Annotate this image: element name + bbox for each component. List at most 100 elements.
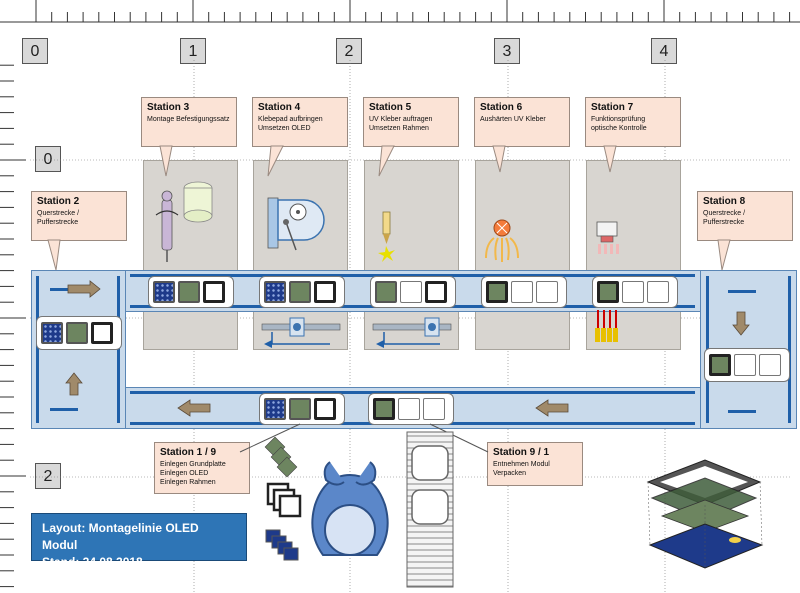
station-9-1-title: Station 9 / 1 bbox=[493, 447, 550, 458]
cell-base-plate bbox=[264, 281, 286, 303]
callout-station-4: Station 4 Klebepad aufbringen Umsetzen O… bbox=[252, 97, 348, 147]
station-3-title: Station 3 bbox=[147, 102, 190, 113]
oled-stack-icon bbox=[264, 436, 298, 478]
rail-top-1 bbox=[130, 274, 695, 277]
station-1-9-line-2: Einlegen OLED bbox=[160, 470, 209, 477]
callout-station-9-1: Station 9 / 1 Entnehmen Modul Verpacken bbox=[487, 442, 583, 486]
top-ruler bbox=[0, 0, 800, 30]
station-5-line-1: UV Kleber auftragen bbox=[369, 116, 433, 123]
station-5-title: Station 5 bbox=[369, 102, 412, 113]
cell-base-plate bbox=[264, 398, 286, 420]
station-1-9-title: Station 1 / 9 bbox=[160, 447, 217, 458]
cell-oled bbox=[289, 398, 311, 420]
station-3-panel bbox=[143, 160, 238, 350]
station-7-line-2: optische Kontrolle bbox=[591, 125, 647, 132]
station-7-panel bbox=[586, 160, 681, 350]
station-6-panel bbox=[475, 160, 570, 350]
station-7-title: Station 7 bbox=[591, 102, 634, 113]
station-4-title: Station 4 bbox=[258, 102, 301, 113]
carrier-station-3 bbox=[148, 276, 234, 308]
cell-empty bbox=[759, 354, 781, 376]
station-4-panel bbox=[253, 160, 348, 350]
rail-left-2 bbox=[117, 276, 120, 423]
callout-station-2: Station 2 Querstrecke / Pufferstrecke bbox=[31, 191, 127, 241]
cell-empty bbox=[622, 281, 644, 303]
cell-empty bbox=[400, 281, 422, 303]
left-ruler-ticks bbox=[0, 64, 26, 588]
callout-station-1-9: Station 1 / 9 Einlegen Grundplatte Einle… bbox=[154, 442, 250, 494]
rail-stub-left-bottom bbox=[50, 408, 78, 411]
cell-empty bbox=[734, 354, 756, 376]
ruler-left-label-0: 0 bbox=[35, 146, 61, 172]
carrier-station-8 bbox=[704, 348, 790, 382]
carrier-station-1-9 bbox=[259, 393, 345, 425]
carrier-station-2 bbox=[36, 316, 122, 350]
cell-frame bbox=[425, 281, 447, 303]
layout-title: Layout: Montagelinie OLED Modul bbox=[42, 521, 199, 552]
carrier-station-6 bbox=[481, 276, 567, 308]
rail-left-1 bbox=[36, 276, 39, 423]
ruler-label-1: 1 bbox=[180, 38, 206, 64]
station-2-line-2: Pufferstrecke bbox=[37, 219, 79, 226]
rail-stub-right-bottom bbox=[728, 410, 756, 413]
rail-stub-left-top bbox=[50, 288, 78, 291]
layout-date: Stand: 24.08.2018 bbox=[42, 555, 143, 569]
station-6-title: Station 6 bbox=[480, 102, 523, 113]
operator-icon bbox=[311, 461, 389, 556]
ruler-label-4: 4 bbox=[651, 38, 677, 64]
cell-frame bbox=[203, 281, 225, 303]
cell-empty bbox=[423, 398, 445, 420]
carrier-station-9-1 bbox=[368, 393, 454, 425]
cell-frame bbox=[314, 281, 336, 303]
station-9-1-line-1: Entnehmen Modul bbox=[493, 461, 550, 468]
cell-empty bbox=[536, 281, 558, 303]
cell-frame bbox=[314, 398, 336, 420]
station-8-title: Station 8 bbox=[703, 196, 746, 207]
cell-oled bbox=[66, 322, 88, 344]
cell-base-plate bbox=[153, 281, 175, 303]
callout-station-3: Station 3 Montage Befestigungssatz bbox=[141, 97, 237, 147]
station-4-line-1: Klebepad aufbringen bbox=[258, 116, 323, 123]
exploded-module-icon bbox=[646, 459, 764, 569]
base-plate-stack-icon bbox=[265, 529, 299, 561]
station-5-line-2: Umsetzen Rahmen bbox=[369, 125, 429, 132]
station-3-line-1: Montage Befestigungssatz bbox=[147, 116, 230, 123]
station-2-title: Station 2 bbox=[37, 196, 80, 207]
ruler-label-3: 3 bbox=[494, 38, 520, 64]
output-conveyor-icon bbox=[406, 431, 454, 588]
station-8-line-2: Pufferstrecke bbox=[703, 219, 745, 226]
station-1-9-line-1: Einlegen Grundplatte bbox=[160, 461, 226, 468]
rail-bottom-1 bbox=[130, 391, 695, 394]
top-ruler-ticks bbox=[0, 0, 800, 23]
layout-title-box: Layout: Montagelinie OLED Modul Stand: 2… bbox=[31, 513, 247, 569]
ruler-left-label-2: 2 bbox=[35, 463, 61, 489]
cell-empty bbox=[647, 281, 669, 303]
callout-station-6: Station 6 Aushärten UV Kleber bbox=[474, 97, 570, 147]
cell-module bbox=[486, 281, 508, 303]
station-7-line-1: Funktionsprüfung bbox=[591, 116, 646, 123]
cell-empty bbox=[398, 398, 420, 420]
cell-module bbox=[709, 354, 731, 376]
ruler-label-0: 0 bbox=[22, 38, 48, 64]
cell-oled bbox=[289, 281, 311, 303]
station-5-panel bbox=[364, 160, 459, 350]
callout-station-8: Station 8 Querstrecke / Pufferstrecke bbox=[697, 191, 793, 241]
cell-module bbox=[373, 398, 395, 420]
cell-module bbox=[597, 281, 619, 303]
cell-base-plate bbox=[41, 322, 63, 344]
callout-station-5: Station 5 UV Kleber auftragen Umsetzen R… bbox=[363, 97, 459, 147]
callout-station-7: Station 7 Funktionsprüfung optische Kont… bbox=[585, 97, 681, 147]
station-4-line-2: Umsetzen OLED bbox=[258, 125, 311, 132]
cell-oled bbox=[375, 281, 397, 303]
rail-right-2 bbox=[788, 276, 791, 423]
station-1-9-line-3: Einlegen Rahmen bbox=[160, 479, 216, 486]
cell-frame bbox=[91, 322, 113, 344]
frame-stack-icon bbox=[266, 482, 302, 518]
station-2-line-1: Querstrecke / bbox=[37, 210, 80, 217]
carrier-station-4 bbox=[259, 276, 345, 308]
station-9-1-line-2: Verpacken bbox=[493, 470, 527, 477]
cell-empty bbox=[511, 281, 533, 303]
station-8-line-1: Querstrecke / bbox=[703, 210, 746, 217]
cell-oled bbox=[178, 281, 200, 303]
rail-stub-right-top bbox=[728, 290, 756, 293]
